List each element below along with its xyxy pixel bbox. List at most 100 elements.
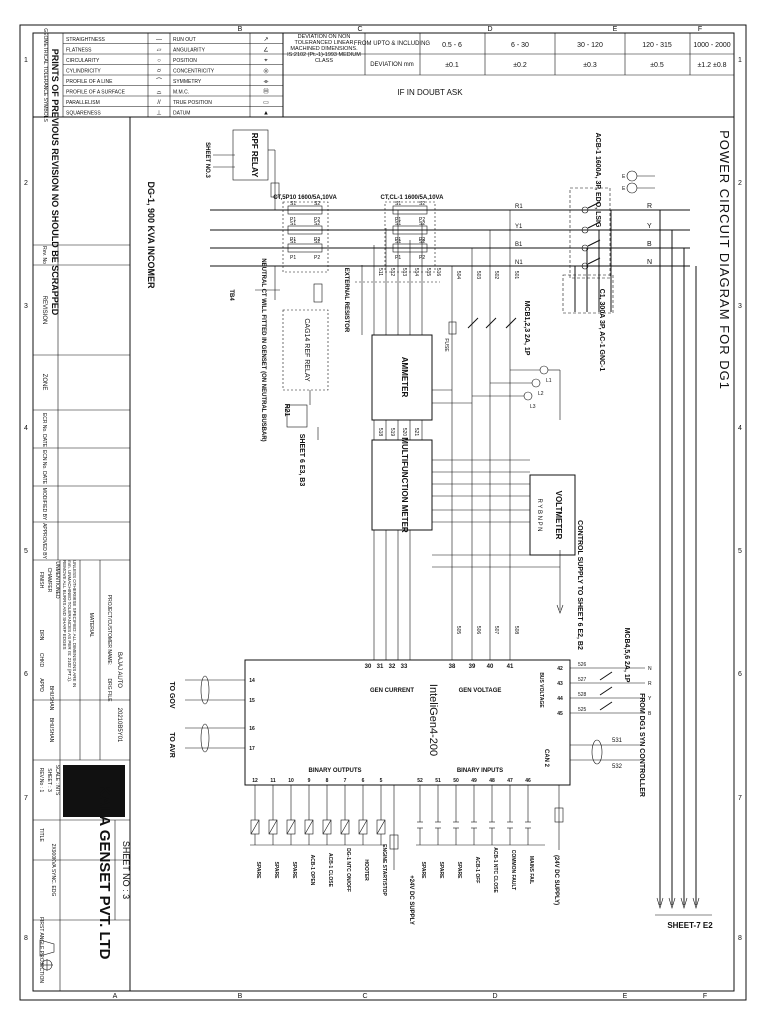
symbol-name: PARALLELISM <box>66 100 100 106</box>
terminal-number: 9 <box>308 778 311 784</box>
rev-col-label: APPROVED BY <box>41 523 47 560</box>
grid-number: 6 <box>738 671 742 678</box>
bus-wire-no: 527 <box>578 677 587 683</box>
terminal-number: 12 <box>252 778 258 784</box>
voltmeter-terminals: R Y B N P N <box>536 498 542 531</box>
output-label: HOOTER <box>363 859 369 881</box>
sheet-label: SHEET : 3 <box>46 768 52 792</box>
first-angle-projection-icon <box>39 939 55 971</box>
tolerance-notes: UNLESS OTHERWISE SPECIFIED: ALL DIMENSIO… <box>62 560 77 688</box>
control-supply: CONTROL SUPPLY TO SHEET 6 E2, B2 <box>432 520 583 650</box>
ct-coil <box>287 225 323 235</box>
scale-label: SCALE : NTS <box>54 765 60 796</box>
main-busbars: R1 Y1 B1 N1 R Y B N <box>210 203 690 267</box>
grid-number: 6 <box>24 671 28 678</box>
can2-label: CAN 2 <box>543 749 549 768</box>
symbol-name: STRAIGHTNESS <box>66 37 106 43</box>
rev-col-label: REVISION <box>41 296 47 325</box>
terminal-number: 45 <box>557 711 563 717</box>
range-cell: 30 - 120 <box>577 42 603 49</box>
earth-label: E <box>622 186 626 192</box>
drg-file-value: 20210B5Y01 <box>116 708 122 743</box>
volt-wire-no: 506 <box>475 626 481 635</box>
input-label: ACB-1 NTC CLOSE <box>492 847 498 893</box>
drn-value: BHUSHAN <box>48 686 54 711</box>
mcb-123-label: MCB1,2,3 2A, 1P <box>523 301 530 356</box>
grid-number: 7 <box>738 795 742 802</box>
symbol-name: SYMMETRY <box>173 79 202 85</box>
symbol-icon: ⌯ <box>264 79 269 85</box>
ct-secondary-wiring: 511 512 513 514 515 516 <box>355 210 441 320</box>
grid-number: 4 <box>24 425 28 432</box>
output-label: ACB-1 OPEN <box>309 855 315 886</box>
grid-numbers-right: 1 2 3 4 5 6 7 8 <box>738 57 742 942</box>
terminal-number: 6 <box>362 778 365 784</box>
meter-wire-no: 519 <box>389 428 395 437</box>
grid-number: 7 <box>24 795 28 802</box>
terminal-number: 44 <box>557 696 563 702</box>
gov-avr-outputs: TO GOV TO AVR <box>168 675 245 758</box>
symbol-name: PROFILE OF A LINE <box>66 79 113 85</box>
volt-wire-no: 508 <box>513 626 519 635</box>
drn-label: DRN <box>38 630 44 641</box>
voltage-wires-down: 505 506 507 508 <box>373 460 519 660</box>
lamp-icon <box>531 378 541 388</box>
output-label: ACB-1 CLOSE <box>327 853 333 888</box>
logo-block <box>63 765 125 817</box>
earth-symbols: E E <box>622 170 655 194</box>
rev-col-label: ECN No. DATE <box>41 450 47 485</box>
ct-coil <box>392 205 428 215</box>
rpf-relay-label: RPF RELAY <box>250 133 259 178</box>
ct-cl1-label: CT,CL-1 1600/5A,10VA <box>381 195 445 201</box>
grid-letter: B <box>238 26 243 33</box>
mccb-c1: C1, 300A 3P, AC-1 GNC-1 <box>562 210 614 372</box>
mccb-c1-label: C1, 300A 3P, AC-1 GNC-1 <box>598 289 605 372</box>
tolerance-header: DEVIATION ON NON TOLERANCED LINEAR MACHI… <box>287 34 361 64</box>
controller-label: InteliGen4-200 <box>427 684 439 756</box>
symbols-header: GEOMETRICAL TOLERANCE SYMBOLS <box>42 28 48 122</box>
from-label: FROM UPTO & INCLUDING <box>354 41 431 47</box>
ct-coil <box>287 205 323 215</box>
tb4-label: TB4 <box>228 289 234 301</box>
terminal-number: 30 <box>365 664 372 670</box>
can-wire-no: 532 <box>612 764 623 770</box>
rpf-relay: RPF RELAY SHEET NO.3 <box>204 129 280 210</box>
symbol-icon: ⌖ <box>264 58 268 64</box>
deviation-cell: ±0.3 <box>583 62 597 69</box>
busbar-label: R1 <box>515 204 523 210</box>
grid-letter: E <box>623 993 628 1000</box>
mfm-label: MULTIFUNCTION METER <box>400 437 409 533</box>
input-label: COMMON FAULT <box>510 850 516 890</box>
ammeter: AMMETER <box>361 320 472 421</box>
sheet-no: SHEET NO : 3 <box>121 841 131 899</box>
revision-warning: PRINTS OF PREVIOUS REVISION NO SHOULD BE… <box>50 49 60 316</box>
grid-letter: F <box>698 26 702 33</box>
grid-number: 8 <box>24 935 28 942</box>
mcb-456: MCB4,5,6 2A, 1P 526 527 528 525 N R Y B <box>570 628 652 717</box>
grid-letter: D <box>492 993 497 1000</box>
fuse-label: FUSE <box>443 338 449 352</box>
ct-wire-no: 516 <box>435 268 441 277</box>
rev-col-label: MODIFIED BY <box>41 488 47 521</box>
symbol-icon: ◎ <box>263 69 268 75</box>
voltmeter-label: VOLTMETER <box>554 491 563 540</box>
grid-number: 4 <box>738 425 742 432</box>
terminal-number: 52 <box>417 778 423 784</box>
ammeter-label: AMMETER <box>400 357 409 398</box>
ct-wire-no: 512 <box>389 268 395 277</box>
ct-terminal: P2 <box>314 237 320 243</box>
ext-resistor-label: EXTERNAL RESISTOR <box>343 268 349 333</box>
grid-number: 8 <box>738 935 742 942</box>
finish-label: UNMENTIONED <box>54 561 60 599</box>
rev-col-label: ECR No. DATE <box>41 413 47 448</box>
supply-note: (24V DC SUPPLY) <box>553 855 559 905</box>
top-wire-no: 502 <box>493 271 499 280</box>
symbol-icon: ⌓ <box>157 90 162 96</box>
grid-letter: D <box>487 26 492 33</box>
symbol-name: TRUE POSITION <box>173 100 212 106</box>
ct-terminal: S1 <box>290 201 296 207</box>
ref-relay-group: EXTERNAL RESISTOR CAG14 REF RELAY NEUTRA… <box>228 258 349 486</box>
